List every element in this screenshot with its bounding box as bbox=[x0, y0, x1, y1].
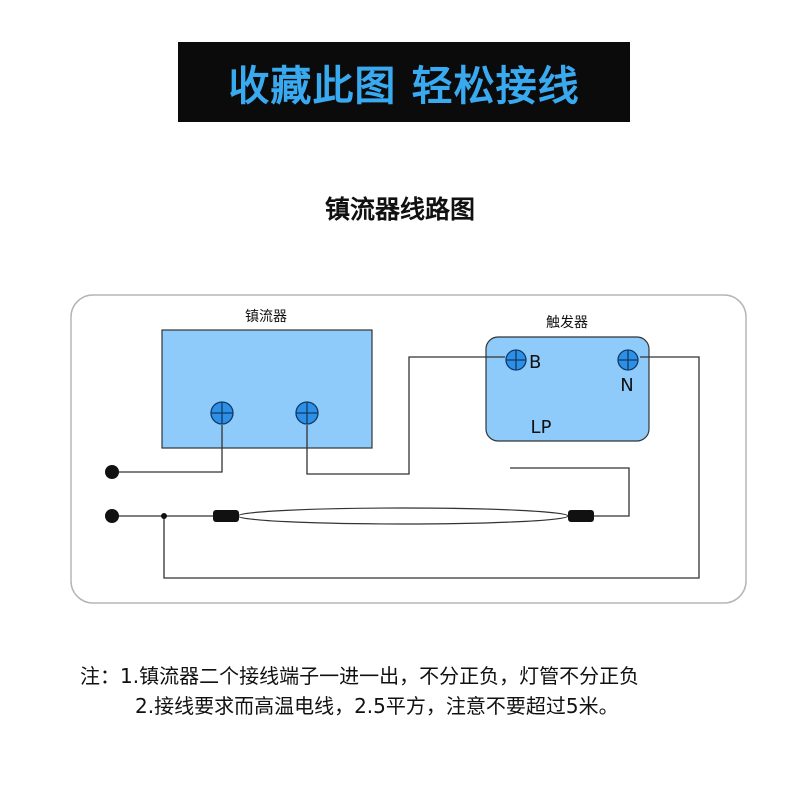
note-line-1: 注：1.镇流器二个接线端子一进一出，不分正负，灯管不分正负 bbox=[80, 664, 640, 688]
ballast-terminal-right-icon bbox=[295, 401, 319, 425]
wire-ballast-right-to-starter-b bbox=[306, 356, 505, 475]
note-line-2: 2.接线要求而高温电线，2.5平方，注意不要超过5米。 bbox=[135, 694, 619, 718]
starter-box bbox=[485, 336, 650, 442]
starter-terminal-n-label: N bbox=[620, 375, 633, 396]
junction-dot bbox=[161, 513, 167, 519]
wire-ballast-left-to-input bbox=[112, 425, 223, 473]
tube-end-left bbox=[213, 510, 239, 522]
ballast-box bbox=[161, 329, 373, 449]
banner: 收藏此图 轻松接线 bbox=[178, 42, 630, 122]
input-terminal-bottom bbox=[105, 509, 119, 523]
ballast-label: 镇流器 bbox=[245, 309, 287, 325]
wire-starter-n-loop bbox=[163, 356, 700, 579]
starter-label: 触发器 bbox=[546, 315, 588, 331]
starter-terminal-b-icon bbox=[505, 349, 527, 371]
starter-terminal-n-icon bbox=[617, 349, 639, 371]
wires bbox=[112, 356, 700, 579]
ballast-terminal-left-icon bbox=[210, 401, 234, 425]
input-terminal-top bbox=[105, 465, 119, 479]
banner-text: 收藏此图 轻松接线 bbox=[228, 62, 580, 110]
lamp-tube bbox=[237, 507, 569, 525]
diagram-title: 镇流器线路图 bbox=[324, 195, 475, 224]
starter-lp-label: LP bbox=[531, 417, 552, 438]
wire-tube-right-to-return bbox=[510, 467, 630, 517]
tube-end-right bbox=[568, 510, 594, 522]
starter-terminal-b-label: B bbox=[529, 352, 541, 373]
